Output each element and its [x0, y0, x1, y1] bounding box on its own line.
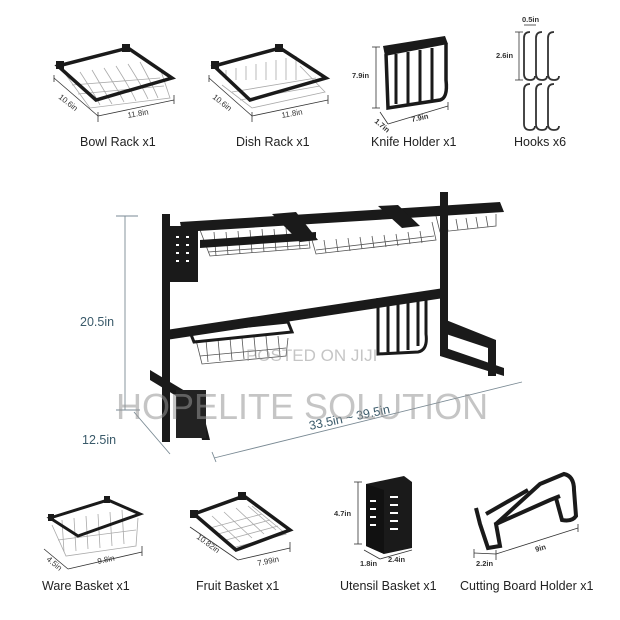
svg-text:20.5in: 20.5in [80, 315, 114, 329]
svg-text:7.9in: 7.9in [411, 112, 430, 124]
dish-rack-label: Dish Rack x1 [236, 135, 310, 149]
fruit-basket-icon: 10.82in 7.99in [189, 492, 294, 568]
svg-text:4.5in: 4.5in [45, 555, 64, 573]
dish-rack-icon: 10.6in 11.8in [208, 44, 331, 122]
cutting-board-holder-icon [474, 471, 579, 551]
svg-text:2.4in: 2.4in [388, 555, 406, 564]
svg-text:2.6in: 2.6in [496, 51, 514, 60]
svg-text:4.7in: 4.7in [334, 509, 352, 518]
bowl-rack-label: Bowl Rack x1 [80, 135, 156, 149]
svg-text:1.8in: 1.8in [360, 559, 378, 568]
ware-basket-label: Ware Basket x1 [42, 579, 130, 593]
svg-text:9.8in: 9.8in [97, 554, 116, 566]
posted-watermark: POSTED ON JIJI [246, 346, 378, 365]
bowl-rack-icon: 10.6in 11.8in [53, 44, 177, 122]
fruit-basket-label: Fruit Basket x1 [196, 579, 280, 593]
hooks-icon [523, 31, 560, 131]
svg-text:7.99in: 7.99in [257, 555, 280, 568]
hooks-label: Hooks x6 [514, 135, 567, 149]
svg-text:0.5in: 0.5in [522, 15, 540, 24]
utensil-basket-icon: 4.7in 1.8in 2.4in [334, 476, 413, 568]
svg-text:9in: 9in [534, 542, 547, 554]
svg-text:11.8in: 11.8in [281, 107, 303, 120]
utensil-basket-label: Utensil Basket x1 [340, 579, 437, 593]
svg-text:2.2in: 2.2in [476, 559, 494, 568]
knife-holder-label: Knife Holder x1 [371, 135, 457, 149]
ware-basket-icon: 4.5in 9.8in [43, 496, 145, 573]
svg-text:12.5in: 12.5in [82, 433, 116, 447]
svg-text:7.9in: 7.9in [352, 71, 370, 80]
svg-text:10.6in: 10.6in [211, 92, 234, 113]
svg-text:11.8in: 11.8in [127, 107, 149, 120]
brand-watermark: HOPELITE SOLUTION [116, 386, 489, 427]
svg-text:10.6in: 10.6in [57, 92, 80, 113]
svg-text:1.7in: 1.7in [373, 117, 392, 135]
cutting-board-holder-label: Cutting Board Holder x1 [460, 579, 594, 593]
main-rack-icon: 20.5in 12.5in 33.5in ~ 39.5in [80, 192, 523, 463]
knife-holder-icon: 7.9in 1.7in 7.9in [352, 36, 449, 135]
